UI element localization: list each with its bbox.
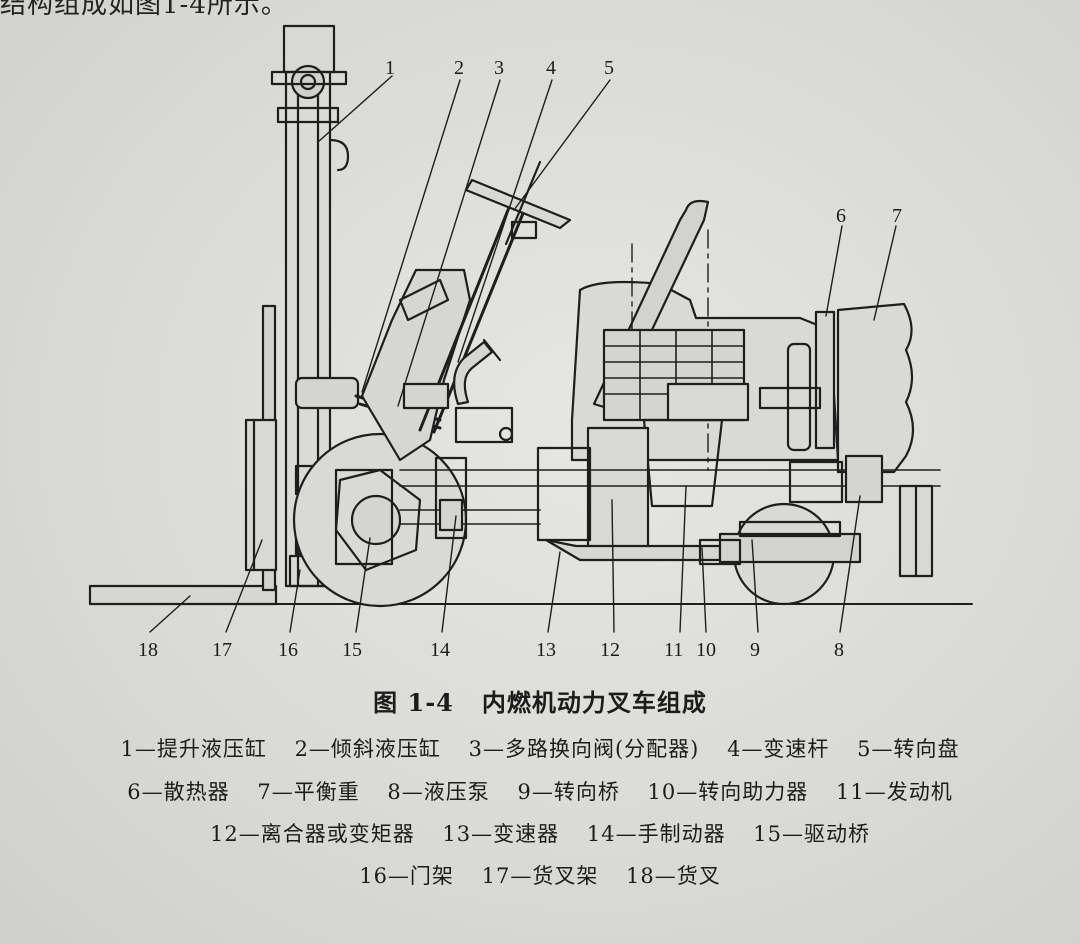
legend-item: 5—转向盘 (857, 737, 960, 761)
hydraulic-pump (844, 454, 884, 504)
callout-8: 8 (834, 639, 844, 661)
legend-item: 17—货叉架 (481, 864, 599, 888)
callout-13: 13 (536, 639, 556, 661)
legend-line-4: 16—门架 17—货叉架 18—货叉 (0, 860, 1080, 890)
callout-2: 2 (454, 57, 464, 79)
legend-item: 15—驱动桥 (753, 822, 870, 846)
mast-top-pulley (290, 64, 326, 100)
callout-5: 5 (604, 57, 614, 79)
callout-14: 14 (430, 639, 450, 661)
legend-line-2: 6—散热器 7—平衡重 8—液压泵 9—转向桥 10—转向助力器 11—发动机 (0, 776, 1080, 806)
legend-item: 6—散热器 (127, 780, 230, 804)
callout-12: 12 (600, 639, 620, 661)
forklift-diagram: 1 2 3 4 5 6 7 8 9 10 11 12 13 14 15 16 1… (88, 24, 973, 661)
legend-item: 16—门架 (359, 864, 454, 888)
legend-line-1: 1—提升液压缸 2—倾斜液压缸 3—多路换向阀(分配器) 4—变速杆 5—转向盘 (0, 733, 1080, 763)
legend-item: 1—提升液压缸 (120, 737, 267, 761)
top-text-fragment: 结构组成如图1-4所示。 (0, 0, 288, 20)
legend-item: 2—倾斜液压缸 (294, 737, 441, 761)
figure-title: 内燃机动力叉车组成 (481, 688, 707, 717)
callout-16: 16 (278, 639, 298, 661)
legend-item: 4—变速杆 (727, 737, 830, 761)
callout-4: 4 (546, 57, 556, 79)
radiator (814, 310, 836, 450)
steering-booster (698, 538, 742, 566)
callout-17: 17 (212, 639, 232, 661)
legend-item: 14—手制动器 (586, 822, 726, 846)
clutch-housing (586, 426, 650, 550)
callout-11: 11 (664, 639, 683, 661)
fork-carriage (244, 418, 278, 572)
legend-item: 8—液压泵 (387, 780, 490, 804)
callout-18: 18 (138, 639, 158, 661)
drive-axle-hub (350, 494, 402, 546)
legend-item: 3—多路换向阀(分配器) (468, 737, 700, 761)
callout-7: 7 (892, 205, 902, 227)
legend-item: 12—离合器或变矩器 (210, 822, 415, 846)
legend-item: 7—平衡重 (257, 780, 360, 804)
legend-item: 10—转向助力器 (647, 780, 809, 804)
callout-1: 1 (385, 57, 395, 79)
drive-axle-housing (334, 468, 394, 566)
legend-line-3: 12—离合器或变矩器 13—变速器 14—手制动器 15—驱动桥 (0, 818, 1080, 848)
figure-caption: 图 1-4 内燃机动力叉车组成 (0, 683, 1080, 718)
fork (88, 584, 278, 606)
figure-number: 图 1-4 (373, 688, 454, 717)
counterweight (836, 302, 915, 474)
callout-3: 3 (494, 57, 504, 79)
legend-item: 13—变速器 (442, 822, 560, 846)
legend-item: 11—发动机 (835, 780, 953, 804)
callout-6: 6 (836, 205, 846, 227)
legend-item: 18—货叉 (626, 864, 721, 888)
legend-item: 9—转向桥 (517, 780, 620, 804)
callout-15: 15 (342, 639, 362, 661)
callout-10: 10 (696, 639, 716, 661)
callout-9: 9 (750, 639, 760, 661)
